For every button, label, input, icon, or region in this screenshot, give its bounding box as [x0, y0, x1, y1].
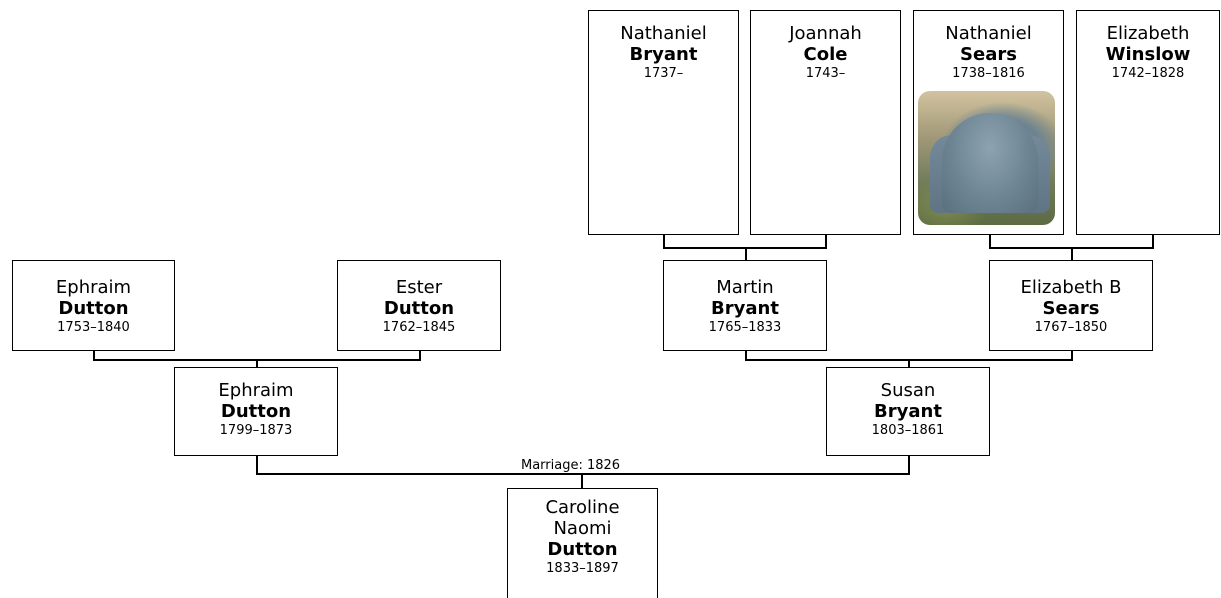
person-card-caroline-naomi-dutton[interactable]: Caroline Naomi Dutton 1833–1897: [507, 488, 658, 598]
connector-to-elizabeth-b: [1071, 247, 1073, 261]
connector-dutton-grandparents: [93, 351, 95, 360]
connector-to-martin: [745, 247, 747, 261]
connector-dutton-grandparents: [419, 351, 421, 360]
connector-to-susan: [908, 359, 910, 368]
connector-bryant-cole: [825, 235, 827, 248]
person-card-ester-dutton[interactable]: Ester Dutton 1762–1845: [337, 260, 501, 351]
given-name: Elizabeth B: [1020, 277, 1122, 298]
given-name-first: Caroline: [545, 497, 620, 518]
surname: Dutton: [58, 298, 129, 319]
given-name: Ester: [395, 277, 443, 298]
given-name: Susan: [880, 380, 936, 401]
connector-sears-winslow: [1152, 235, 1154, 248]
marriage-label: Marriage: 1826: [520, 458, 622, 473]
life-dates: 1833–1897: [546, 561, 619, 576]
given-name: Nathaniel: [620, 23, 707, 44]
surname: Bryant: [711, 298, 779, 319]
gravestone-photo[interactable]: [918, 91, 1055, 225]
person-card-ephraim-dutton-jr[interactable]: Ephraim Dutton 1799–1873: [174, 367, 338, 456]
surname: Dutton: [547, 539, 618, 560]
person-card-elizabeth-b-sears[interactable]: Elizabeth B Sears 1767–1850: [989, 260, 1153, 351]
surname: Dutton: [383, 298, 455, 319]
person-card-ephraim-dutton-sr[interactable]: Ephraim Dutton 1753–1840: [12, 260, 175, 351]
given-name-middle: Naomi: [553, 518, 612, 539]
connector-sears-winslow: [989, 235, 991, 248]
life-dates: 1737–: [643, 66, 684, 81]
surname: Winslow: [1105, 44, 1191, 65]
life-dates: 1753–1840: [57, 320, 130, 335]
given-name: Joannah: [789, 23, 862, 44]
person-card-elizabeth-winslow[interactable]: Elizabeth Winslow 1742–1828: [1076, 10, 1220, 235]
surname: Dutton: [220, 401, 292, 422]
marriage-connector: [908, 456, 910, 474]
life-dates: 1803–1861: [871, 423, 945, 438]
given-name: Nathaniel: [945, 23, 1032, 44]
life-dates: 1742–1828: [1111, 66, 1185, 81]
connector-bryant-cole: [663, 247, 827, 249]
connector-bryant-cole: [663, 235, 665, 248]
marriage-connector: [256, 473, 910, 475]
given-name: Ephraim: [55, 277, 132, 298]
life-dates: 1738–1816: [952, 66, 1025, 81]
surname: Cole: [803, 44, 848, 65]
given-name: Elizabeth: [1106, 23, 1190, 44]
connector-to-caroline: [581, 473, 583, 489]
connector-bryant-grandparents: [745, 351, 747, 360]
surname: Sears: [960, 44, 1017, 65]
life-dates: 1765–1833: [708, 320, 782, 335]
person-card-susan-bryant[interactable]: Susan Bryant 1803–1861: [826, 367, 990, 456]
surname: Sears: [1042, 298, 1100, 319]
person-card-nathaniel-bryant[interactable]: Nathaniel Bryant 1737–: [588, 10, 739, 235]
life-dates: 1762–1845: [382, 320, 456, 335]
life-dates: 1743–: [805, 66, 846, 81]
given-name: Ephraim: [218, 380, 294, 401]
marriage-connector: [256, 456, 258, 474]
connector-bryant-grandparents: [1071, 351, 1073, 360]
surname: Bryant: [629, 44, 698, 65]
given-name: Martin: [716, 277, 774, 298]
person-card-martin-bryant[interactable]: Martin Bryant 1765–1833: [663, 260, 827, 351]
person-card-nathaniel-sears[interactable]: Nathaniel Sears 1738–1816: [913, 10, 1064, 235]
gravestone-tympanum: [942, 113, 1038, 213]
life-dates: 1767–1850: [1034, 320, 1108, 335]
connector-to-ephraim-jr: [256, 359, 258, 368]
surname: Bryant: [874, 401, 942, 422]
person-card-joannah-cole[interactable]: Joannah Cole 1743–: [750, 10, 901, 235]
life-dates: 1799–1873: [219, 423, 293, 438]
